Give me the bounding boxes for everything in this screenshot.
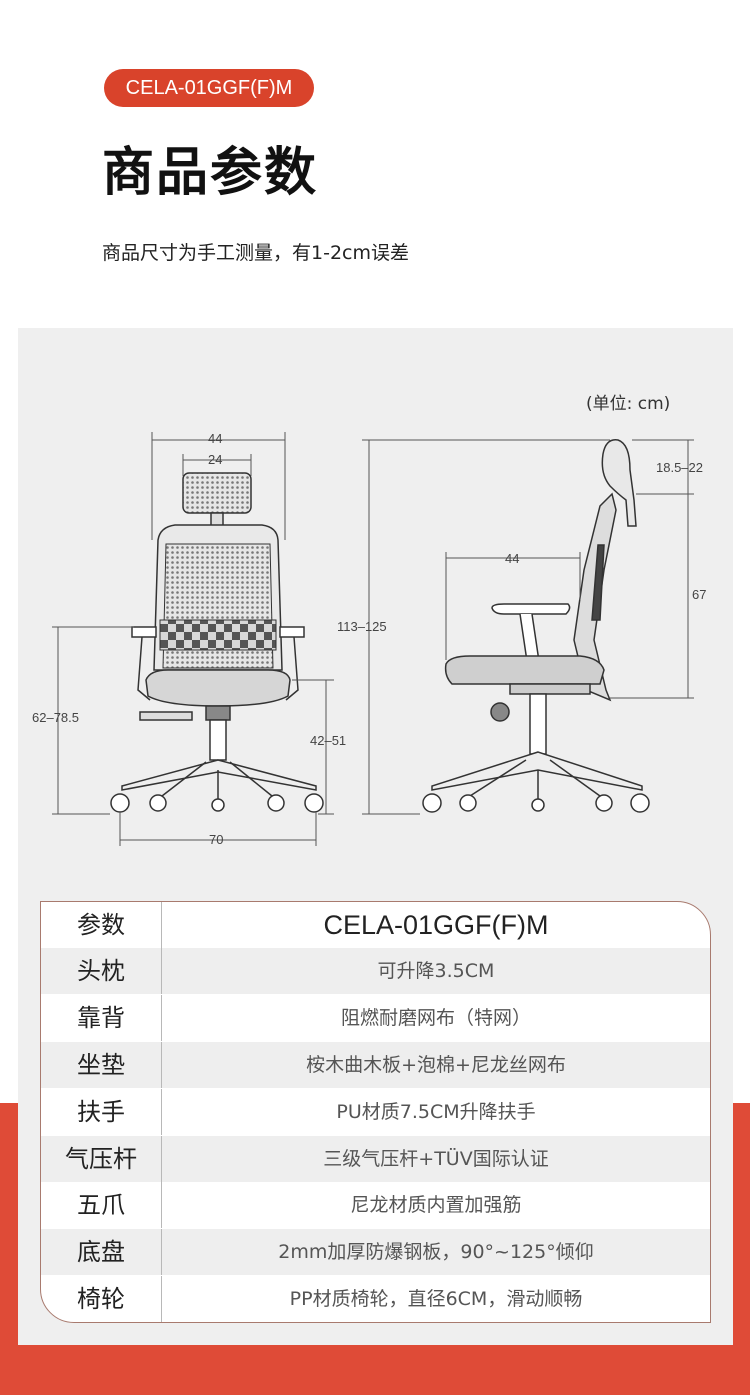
dim-seat-height: 42–51	[310, 733, 347, 748]
row-label: 参数	[41, 902, 162, 948]
spec-table: 参数 CELA-01GGF(F)M 头枕 可升降3.5CM 靠背 阻燃耐磨网布（…	[40, 901, 711, 1323]
chair-dimension-drawing	[52, 432, 694, 846]
table-row: 头枕 可升降3.5CM	[41, 948, 710, 994]
row-label: 头枕	[41, 948, 162, 994]
row-value: 桉木曲木板+泡棉+尼龙丝网布	[306, 1054, 566, 1076]
row-value: PP材质椅轮，直径6CM，滑动顺畅	[289, 1288, 583, 1310]
side-casters	[422, 793, 650, 813]
dim-armrest-height: 62–78.5	[32, 710, 79, 725]
unit-label: (单位: cm)	[586, 394, 671, 414]
dim-back-67: 67	[692, 587, 707, 602]
side-chair	[431, 439, 643, 800]
front-chair	[121, 472, 317, 800]
dim-headrest-24: 24	[208, 452, 223, 467]
row-value: 三级气压杆+TÜV国际认证	[323, 1148, 549, 1170]
dim-headrest-adjust: 18.5–22	[656, 460, 703, 475]
table-row: 气压杆 三级气压杆+TÜV国际认证	[41, 1136, 710, 1182]
row-value: 2mm加厚防爆钢板，90°~125°倾仰	[278, 1241, 594, 1263]
table-row: 椅轮 PP材质椅轮，直径6CM，滑动顺畅	[41, 1276, 710, 1322]
row-label: 椅轮	[41, 1276, 162, 1322]
front-dimension-lines	[52, 432, 334, 846]
table-row: 扶手 PU材质7.5CM升降扶手	[41, 1089, 710, 1135]
table-row: 参数 CELA-01GGF(F)M	[41, 902, 710, 948]
front-casters	[110, 793, 324, 813]
row-label: 坐垫	[41, 1042, 162, 1088]
row-label: 五爪	[41, 1182, 162, 1228]
dim-width-44: 44	[208, 431, 223, 446]
model-badge: CELA-01GGF(F)M	[104, 69, 314, 107]
row-label: 底盘	[41, 1229, 162, 1275]
table-row: 底盘 2mm加厚防爆钢板，90°~125°倾仰	[41, 1229, 710, 1275]
row-value: PU材质7.5CM升降扶手	[336, 1101, 536, 1123]
dim-base-70: 70	[209, 832, 224, 847]
table-row: 坐垫 桉木曲木板+泡棉+尼龙丝网布	[41, 1042, 710, 1088]
page-title: 商品参数	[102, 143, 319, 203]
row-label: 扶手	[41, 1089, 162, 1135]
row-value: CELA-01GGF(F)M	[323, 910, 549, 940]
measurement-note: 商品尺寸为手工测量，有1-2cm误差	[102, 242, 409, 264]
row-label: 靠背	[41, 995, 162, 1041]
row-label: 气压杆	[41, 1136, 162, 1182]
table-row: 五爪 尼龙材质内置加强筋	[41, 1182, 710, 1228]
dim-depth-44: 44	[505, 551, 520, 566]
side-dimension-lines	[362, 439, 694, 815]
row-value: 阻燃耐磨网布（特网）	[340, 1007, 531, 1029]
dim-total-height: 113–125	[337, 619, 387, 634]
row-value: 可升降3.5CM	[377, 960, 495, 982]
table-row: 靠背 阻燃耐磨网布（特网）	[41, 995, 710, 1041]
row-value: 尼龙材质内置加强筋	[350, 1194, 522, 1216]
